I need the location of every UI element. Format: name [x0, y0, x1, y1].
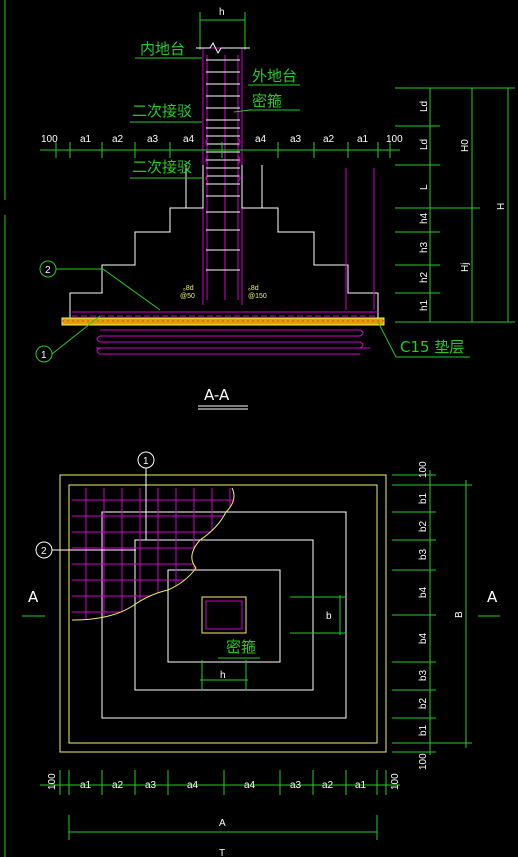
plan-rdim-2: b2: [418, 520, 429, 532]
plan-bdim-6: a3: [290, 780, 302, 791]
plan-col-h: h: [220, 670, 226, 681]
sec-rdim-5: h2: [419, 271, 430, 283]
sec-dim-5: a4: [255, 134, 267, 145]
plan-dense-stirrup-label: 密箍: [226, 638, 256, 656]
plan-rdim-7: b2: [418, 697, 429, 709]
plan-callout-2: 2: [41, 546, 47, 557]
sec-dim-4: a4: [183, 134, 195, 145]
plan-total-b: B: [454, 611, 465, 618]
inner-plinth-label: 内地台: [140, 40, 185, 58]
plan-bdim-4: a4: [187, 780, 199, 791]
side-rebars: [345, 168, 375, 310]
sec-total-h0: H0: [460, 139, 471, 152]
plan-step-1: [68, 484, 378, 744]
plan-bdim-3: a3: [145, 780, 157, 791]
plan-rdim-1: b1: [418, 492, 429, 504]
section-a-a: h: [35, 7, 515, 410]
plan-bdim-8: a1: [355, 780, 367, 791]
footing-bottom-rebar: [61, 311, 385, 355]
plan-bdim-0: 100: [47, 773, 58, 790]
plan-column-dims: h b 密箍: [200, 595, 345, 690]
plan-total-a: A: [219, 818, 226, 829]
plan-callout-1: 1: [143, 456, 149, 467]
section-right-dimension-chain: Ld Ld L h4 h3 h2 h1 H0 Hj H: [395, 87, 515, 323]
sec-rdim-1: Ld: [419, 139, 430, 150]
plan-step-4: [167, 569, 281, 663]
sec-dim-2: a2: [112, 134, 124, 145]
plan-bdim-5: a4: [244, 780, 256, 791]
plan-section-mark-right: A: [487, 588, 498, 606]
rebar-note-1b: @50: [180, 293, 195, 300]
column-width-dimension: h: [199, 7, 246, 50]
sec-dim-9: 100: [386, 134, 403, 145]
footing-step-outline: [69, 165, 379, 318]
column-width-label: h: [219, 7, 225, 18]
plan-total-t: T: [219, 848, 225, 857]
second-pour-label-1: 二次接驳: [132, 102, 192, 120]
second-pour-label-2: 二次接驳: [132, 158, 192, 176]
plan-view: 1 2 A A h b 密箍: [22, 451, 500, 857]
sec-dim-1: a1: [80, 134, 92, 145]
sec-dim-8: a1: [357, 134, 369, 145]
plan-callouts: 1 2: [35, 451, 155, 559]
plan-column: [201, 596, 247, 634]
sec-dim-3: a3: [147, 134, 159, 145]
sec-total-hj: Hj: [460, 263, 471, 272]
outer-plinth-label: 外地台: [252, 67, 297, 85]
plan-rebar-mesh: [71, 487, 235, 621]
stirrups: [206, 59, 240, 271]
sec-rdim-4: h3: [419, 241, 430, 253]
plan-col-b: b: [326, 611, 332, 622]
plan-bottom-dimension-chain: 100 100 a1 a2 a3 a4 a4 a3 a2 a1 A T: [40, 770, 401, 857]
plan-column-rebar: [205, 600, 243, 630]
cushion-label: C15 垫层: [400, 338, 464, 356]
plan-step-3: [134, 539, 314, 691]
stirrup-hooks: [205, 137, 241, 183]
plan-rdim-5: b4: [418, 632, 429, 644]
sec-rdim-0: Ld: [419, 101, 430, 112]
plan-rdim-6: b3: [418, 669, 429, 681]
plan-rdim-4: b4: [418, 586, 429, 598]
rebar-notes: ₆8d @50 ₆8d @150: [180, 285, 267, 300]
rebar-note-2: ₆8d: [248, 285, 259, 292]
rebar-note-1: ₆8d: [183, 285, 194, 292]
plan-rdim-8: b1: [418, 724, 429, 736]
plan-section-mark-left: A: [28, 588, 39, 606]
plan-rdim-0: 100: [418, 461, 429, 478]
sec-callout-1: 1: [41, 350, 47, 361]
section-callouts: 2 1: [35, 260, 161, 363]
plan-cushion-outline: [59, 474, 387, 753]
plan-bdim-2: a2: [112, 780, 124, 791]
plan-rdim-9: 100: [418, 753, 429, 770]
plan-rdim-3: b3: [418, 548, 429, 560]
rebar-note-2b: @150: [248, 293, 267, 300]
plan-bdim-7: a2: [322, 780, 334, 791]
sec-callout-2: 2: [45, 265, 51, 276]
column-break-line: [196, 41, 250, 55]
plan-right-dimension-chain: 100 b1 b2 b3 b4 b4 b3 b2 b1 100 B: [392, 461, 472, 770]
plan-step-2: [101, 511, 347, 719]
section-top-dimension-chain: 100 a1 a2 a3 a4 a4 a3 a2 a1 100: [40, 134, 403, 158]
sec-rdim-3: h4: [419, 212, 430, 224]
dense-stirrup-label: 密箍: [252, 92, 282, 110]
sec-rdim-6: h1: [419, 299, 430, 311]
plan-bdim-9: 100: [390, 773, 401, 790]
plan-bdim-1: a1: [80, 780, 92, 791]
sec-total-h: H: [496, 203, 507, 210]
section-labels: 内地台 外地台 密箍 二次接驳 二次接驳 C15 垫层: [130, 40, 470, 358]
sec-dim-6: a3: [290, 134, 302, 145]
sec-dim-7: a2: [323, 134, 335, 145]
sec-rdim-2: L: [419, 184, 430, 190]
section-title: A-A: [204, 386, 230, 404]
sec-dim-0: 100: [41, 134, 58, 145]
